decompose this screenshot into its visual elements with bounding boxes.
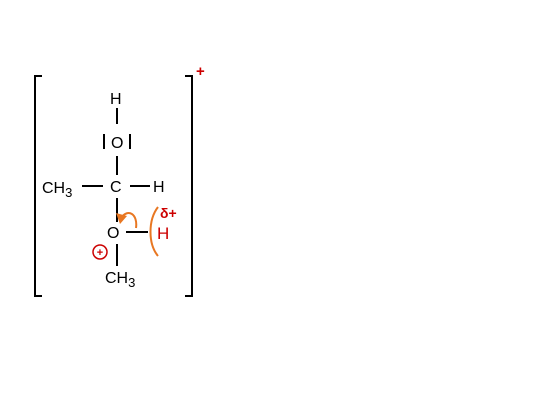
partial-charge-label: δ+ (160, 205, 177, 221)
electron-arrow-head (116, 213, 127, 224)
formal-charge-circle (92, 244, 108, 260)
atom-right-hydrogen: H (153, 179, 165, 196)
atom-top-oxygen: O (111, 135, 123, 152)
right-bracket (185, 75, 193, 297)
atom-proton-hydrogen: H (157, 224, 169, 243)
left-bracket (34, 75, 42, 297)
atom-left-methyl: CH3 (42, 180, 72, 200)
bottom-methyl-main: CH (105, 270, 128, 287)
formal-charge-sign: + (97, 247, 103, 259)
leaving-proton-marker (149, 206, 159, 257)
left-methyl-main: CH (42, 180, 65, 197)
atom-bottom-oxygen: O (107, 225, 119, 242)
overall-charge: + (196, 63, 205, 80)
atom-bottom-methyl: CH3 (105, 270, 135, 290)
atom-top-hydrogen: H (110, 91, 122, 108)
bottom-methyl-subscript: 3 (128, 275, 135, 290)
atom-center-carbon: C (110, 179, 122, 196)
left-methyl-subscript: 3 (65, 185, 72, 200)
